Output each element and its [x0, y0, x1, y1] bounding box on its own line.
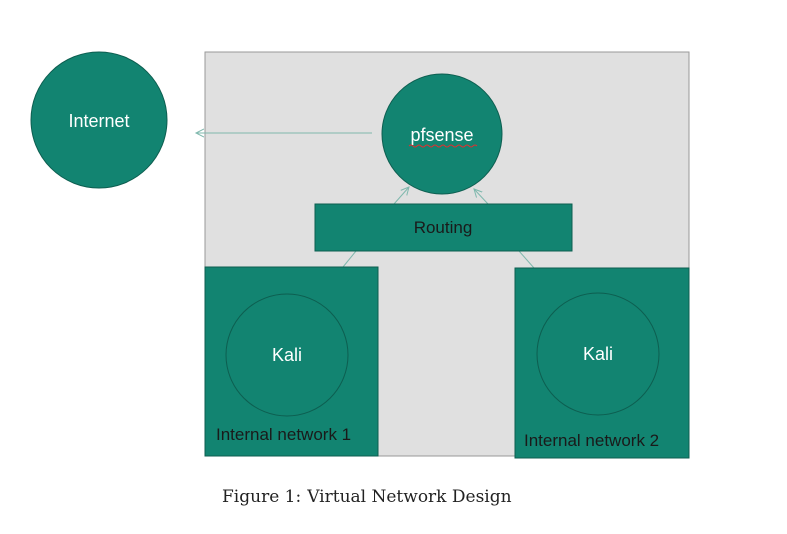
pfsense-spellcheck-underline: [408, 144, 478, 148]
pfsense-node: [381, 73, 503, 195]
internet-node: [30, 51, 168, 189]
figure-caption-text: Virtual Network Design: [307, 487, 512, 507]
internal-network-1-label: Internal network 1: [216, 425, 351, 444]
internal-network-2-label: Internal network 2: [524, 431, 659, 450]
network-1-to-routing-connector: [342, 250, 357, 268]
kali-1-label: Kali: [272, 345, 302, 365]
internet-label: Internet: [68, 111, 129, 131]
kali-1-node: [225, 293, 349, 417]
kali-2-node: [536, 292, 660, 416]
pfsense-label: pfsense: [410, 125, 473, 145]
figure-caption-prefix: Figure 1:: [222, 487, 302, 507]
figure-caption: Figure 1:Virtual Network Design: [222, 487, 518, 507]
routing-to-pfsense-arrow-left: [393, 187, 409, 205]
network-2-to-routing-connector: [518, 250, 535, 269]
routing-label: Routing: [414, 218, 473, 237]
routing-to-pfsense-arrow-right: [474, 189, 489, 205]
routing-node: [314, 203, 573, 252]
kali-2-label: Kali: [583, 344, 613, 364]
